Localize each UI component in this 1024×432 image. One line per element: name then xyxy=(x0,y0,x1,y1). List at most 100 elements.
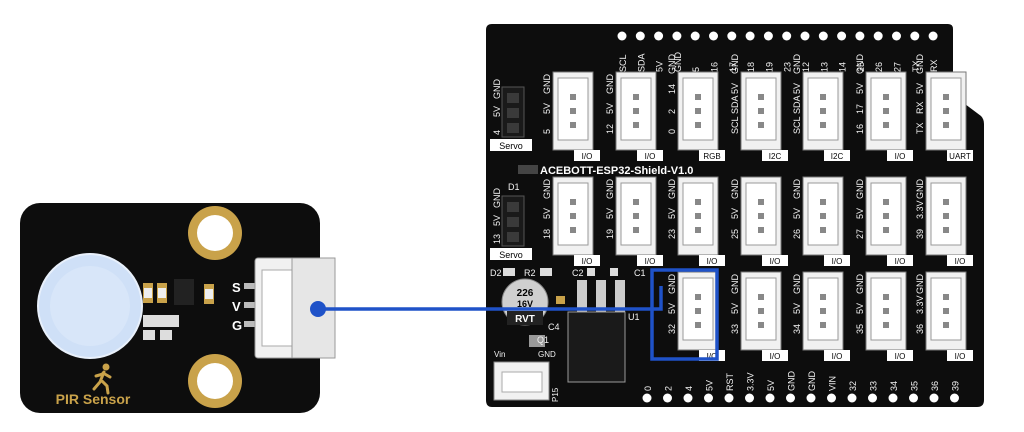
connector-pin-label: 5V xyxy=(792,208,802,219)
connector-pin-label: 5V xyxy=(792,83,802,94)
connector-pin-label: GND xyxy=(915,179,925,200)
servo-pin-label: 4 xyxy=(492,130,502,135)
header-hole xyxy=(765,393,775,403)
connector-pin xyxy=(943,322,949,328)
connector-pin-label: 5V xyxy=(605,103,615,114)
d2-part xyxy=(503,268,515,276)
connector-tag-box xyxy=(574,255,600,266)
wire-endpoint xyxy=(310,301,326,317)
header-hole xyxy=(654,31,664,41)
c4-part xyxy=(556,296,565,304)
connector-pin xyxy=(570,108,576,114)
connector-pin-label: GND xyxy=(730,179,740,200)
running-person-icon xyxy=(92,363,112,395)
connector-tag-box xyxy=(637,150,663,161)
bottom-header-label: 34 xyxy=(889,381,899,391)
connector-pin-label: 3.3V xyxy=(915,200,925,219)
gnd-label: GND xyxy=(538,350,556,359)
connector-pin-label: GND xyxy=(667,54,677,75)
connector-pin xyxy=(758,108,764,114)
connector-pin xyxy=(943,94,949,100)
q1-label: Q1 xyxy=(537,335,549,345)
connector-pin-label: 5V xyxy=(855,83,865,94)
connector-pin xyxy=(695,94,701,100)
connector-pin xyxy=(758,322,764,328)
connector-pin-label: 23 xyxy=(667,229,677,239)
c1-label: C1 xyxy=(634,268,646,278)
bottom-header-label: 36 xyxy=(930,381,940,391)
u1-label: U1 xyxy=(628,312,640,322)
connector-pin-label: 5V xyxy=(730,83,740,94)
q1-part xyxy=(529,335,545,347)
connector-pin-label: RX xyxy=(915,101,925,114)
servo-pin xyxy=(507,232,519,242)
header-pin xyxy=(244,302,258,308)
smd-small xyxy=(160,330,172,340)
header-hole xyxy=(727,31,737,41)
connector-pin xyxy=(883,199,889,205)
connector-tag-box xyxy=(947,350,973,361)
connector-pin-label: 34 xyxy=(792,324,802,334)
servo-label-box xyxy=(490,139,532,151)
header-hole xyxy=(818,31,828,41)
bottom-header-label: 2 xyxy=(664,386,674,391)
connector-pin-label: GND xyxy=(792,274,802,295)
connector-pin-label: 12 xyxy=(605,124,615,134)
power-connector-inner xyxy=(501,371,543,393)
header-hole xyxy=(782,31,792,41)
connector-pin xyxy=(758,122,764,128)
connector-pin xyxy=(695,294,701,300)
header-hole xyxy=(690,31,700,41)
connector-pin-label: 18 xyxy=(542,229,552,239)
bottom-header-label: 39 xyxy=(951,381,961,391)
top-header-label: SDA xyxy=(636,53,646,72)
header-hole xyxy=(672,31,682,41)
connector-pin-label: 26 xyxy=(792,229,802,239)
top-header-label: 26 xyxy=(874,62,884,72)
connector-tag: I/O xyxy=(645,257,656,266)
d1-part xyxy=(518,165,538,174)
connector-pin xyxy=(883,108,889,114)
connector-tag-box xyxy=(762,150,788,161)
r2-part xyxy=(540,268,552,276)
connector-pin xyxy=(883,322,889,328)
connector-pin xyxy=(943,108,949,114)
connector-pin xyxy=(633,199,639,205)
connector-pin xyxy=(570,94,576,100)
connector-pin-label: 32 xyxy=(667,324,677,334)
c4-label: C4 xyxy=(548,322,560,332)
connector-pin xyxy=(695,213,701,219)
connector-pin xyxy=(570,199,576,205)
servo-pin-label: GND xyxy=(492,188,502,209)
pin-label-v: V xyxy=(232,299,241,314)
connector-tag: I/O xyxy=(955,257,966,266)
servo-pin xyxy=(507,123,519,133)
connector-pin xyxy=(820,308,826,314)
pir-lens-inner xyxy=(50,266,130,346)
header-hole xyxy=(868,393,877,403)
servo-pin xyxy=(507,217,519,227)
connector-tag: I2C xyxy=(769,152,782,161)
bottom-header-label: VIN xyxy=(828,376,838,391)
pin-label-g: G xyxy=(232,318,242,333)
icon-body xyxy=(92,370,112,395)
header-hole xyxy=(800,31,810,41)
header-hole xyxy=(950,393,959,403)
top-header-label: SCL xyxy=(618,54,628,72)
connector-pin-label: GND xyxy=(667,274,677,295)
top-header-label: 16 xyxy=(710,62,720,72)
connector-tag: I/O xyxy=(955,352,966,361)
connector-tag-box xyxy=(824,255,850,266)
connector-pin xyxy=(695,322,701,328)
header-hole xyxy=(827,393,836,403)
connector-tag: I/O xyxy=(895,352,906,361)
connector-tag: I2C xyxy=(831,152,844,161)
